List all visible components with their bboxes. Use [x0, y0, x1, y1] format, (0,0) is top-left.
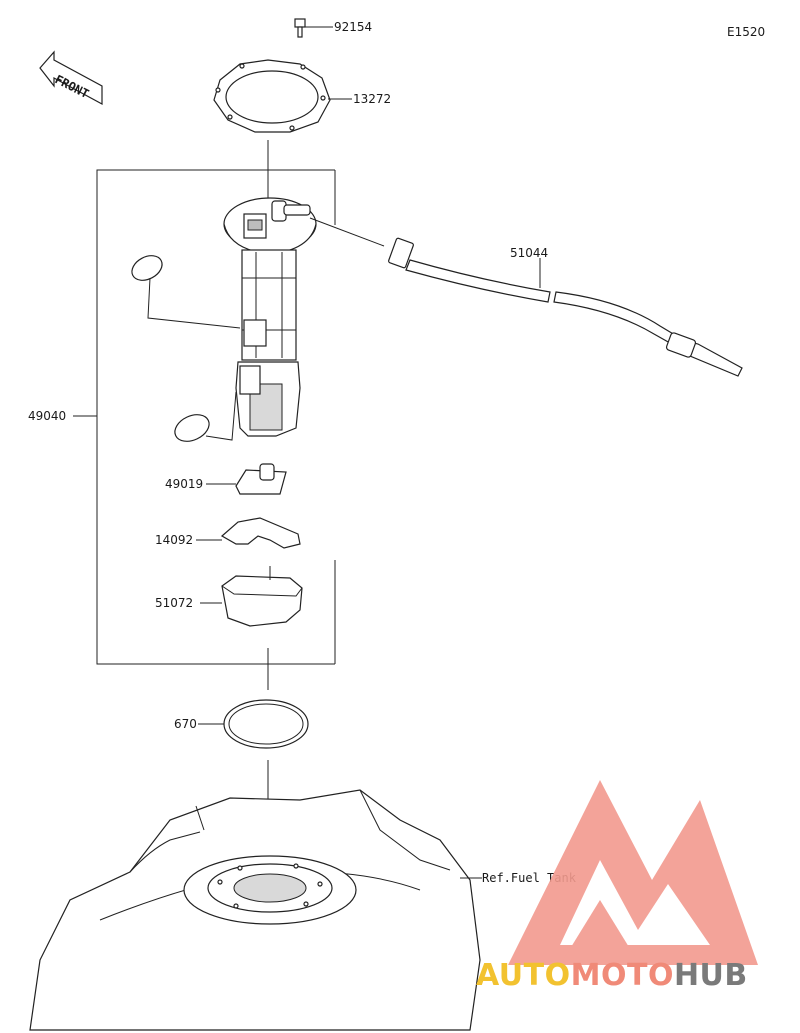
- leader-line: [309, 217, 385, 247]
- label-51072: 51072: [155, 596, 193, 610]
- assembly-bracket: [96, 169, 335, 665]
- automotohub-logo-icon: [508, 780, 758, 965]
- label-14092: 14092: [155, 533, 193, 547]
- o-ring-670: [198, 699, 309, 749]
- label-49040: 49040: [28, 409, 66, 423]
- fuel-hose-51044: [388, 237, 743, 377]
- watermark-hub: HUB: [674, 958, 748, 993]
- part-49019: [206, 463, 287, 495]
- gasket-13272: [213, 59, 352, 133]
- front-arrow-icon: FRONT: [39, 50, 103, 106]
- bolt-92154: [294, 18, 333, 38]
- label-92154: 92154: [334, 20, 372, 34]
- fuel-pump-assembly: [131, 197, 317, 442]
- part-14092: [196, 517, 301, 549]
- part-51072: [200, 566, 303, 627]
- label-49019: 49019: [165, 477, 203, 491]
- label-13272: 13272: [353, 92, 391, 106]
- watermark-moto: MOTO: [571, 958, 674, 993]
- watermark-text: AUTOMOTOHUB: [476, 958, 748, 993]
- label-51044: 51044: [510, 246, 548, 260]
- label-670: 670: [174, 717, 197, 731]
- diagram-code: E1520: [727, 25, 765, 39]
- fuel-tank-reference: [29, 789, 482, 1031]
- watermark-auto: AUTO: [476, 958, 571, 993]
